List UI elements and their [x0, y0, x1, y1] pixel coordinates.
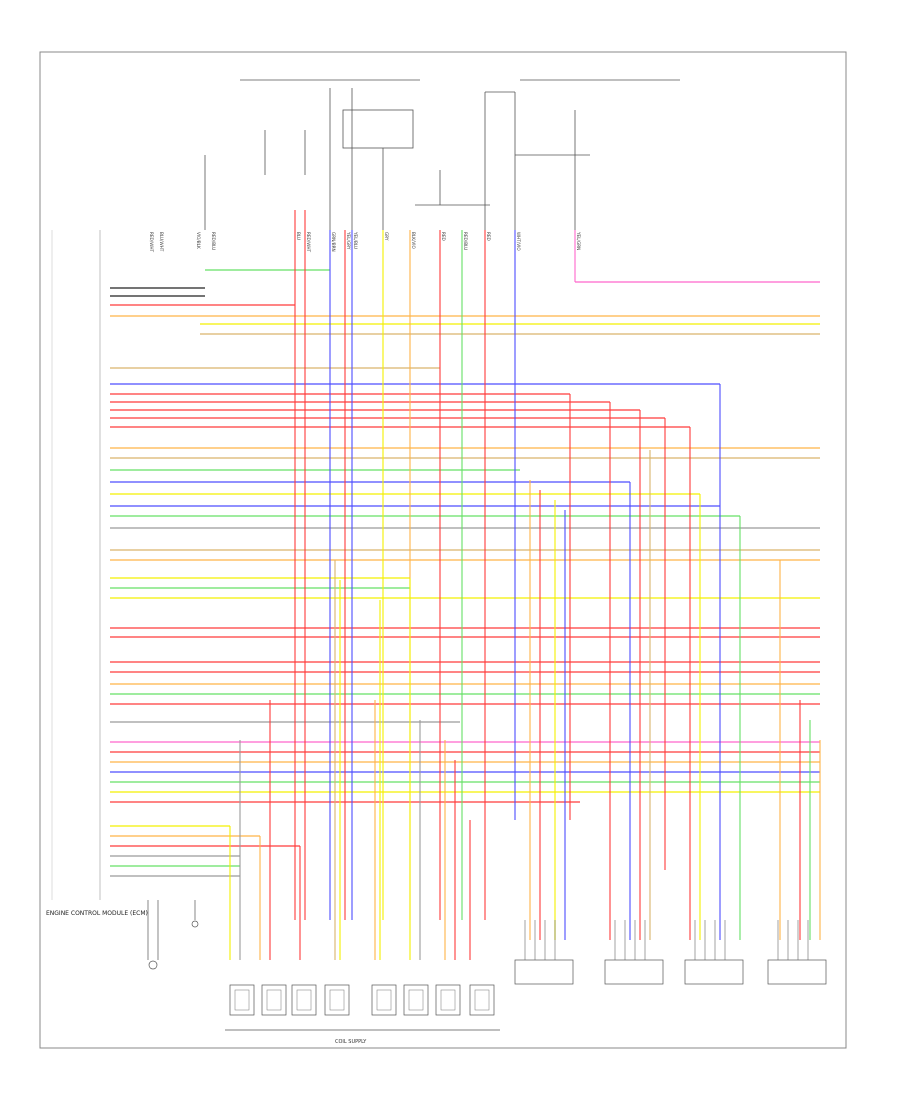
sensor-row [514, 920, 827, 985]
ecm-connector [51, 230, 101, 900]
ignition-coil [371, 984, 397, 1016]
ignition-coil [403, 984, 429, 1016]
coil-core [376, 989, 392, 1011]
coil-core [296, 989, 312, 1011]
ecm-label: ENGINE CONTROL MODULE (ECM) [46, 910, 148, 917]
wire-group [110, 269, 820, 877]
wire-label: YEL/GRY [346, 231, 351, 250]
wire-label: RED/WHT [306, 232, 311, 252]
wire-label: BLU [296, 232, 301, 240]
sensor-box [514, 959, 574, 985]
coil-caption: COIL SUPPLY [335, 1039, 367, 1045]
diagram-frame [39, 51, 847, 1049]
ignition-coil [469, 984, 495, 1016]
wire-label: RED/BLU [463, 232, 468, 250]
wire-label: YEL/BLU [353, 231, 358, 249]
wire-label: RED/BLU [211, 232, 216, 250]
coil-core [440, 989, 456, 1011]
sensor-box [767, 959, 827, 985]
bottom-left-component [147, 900, 199, 970]
vertical-wire-group [229, 210, 821, 960]
wire-label: RED [486, 232, 491, 241]
sensor-box [684, 959, 744, 985]
wire-label: BLU/WHT [159, 232, 164, 252]
sensor-box [604, 959, 664, 985]
ignition-coil [261, 984, 287, 1016]
ignition-coil [291, 984, 317, 1016]
wire-label: RED/WHT [149, 232, 154, 252]
coil-core [266, 989, 282, 1011]
wire-label: WHT/VIO [516, 232, 521, 251]
coil-core [474, 989, 490, 1011]
ignition-coil [324, 984, 350, 1016]
coil-core [234, 989, 250, 1011]
relay-section [204, 79, 680, 230]
coil-row [229, 984, 495, 1016]
wire-label: RED [441, 232, 446, 241]
wire-label: VIO/BLK [196, 232, 201, 249]
coil-core [329, 989, 345, 1011]
wire-label: YEL/GRN [576, 231, 581, 250]
wire-label: GRY [384, 232, 389, 241]
ignition-coil [435, 984, 461, 1016]
coil-core [408, 989, 424, 1011]
wire-label: BLK/VIO [411, 232, 416, 249]
ignition-coil [229, 984, 255, 1016]
wire-label: GRN/BRN [331, 232, 336, 252]
